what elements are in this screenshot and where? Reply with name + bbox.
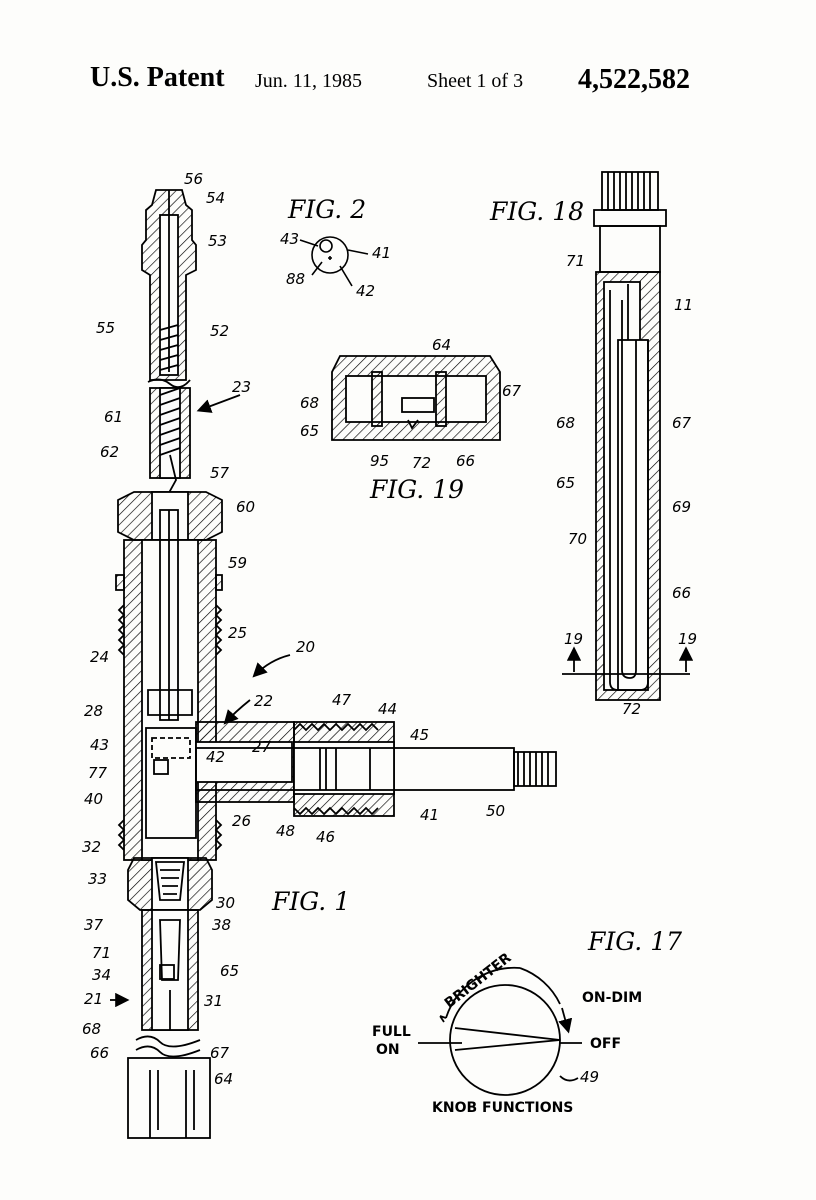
- fig1-ref-66: 66: [90, 1044, 109, 1062]
- fig1-ref-40: 40: [84, 790, 103, 808]
- fig2-ref-43: 43: [280, 230, 299, 248]
- fig1-ref-28: 28: [84, 702, 103, 720]
- fig1-ref-20: 20: [296, 638, 315, 656]
- fig1-ref-59: 59: [228, 554, 247, 572]
- fig17-label-off: OFF: [590, 1036, 621, 1052]
- fig18-ref-67: 67: [672, 414, 692, 432]
- fig1-ref-21: 21: [84, 990, 103, 1008]
- fig19-drawing: [331, 355, 501, 441]
- fig1-ref-56: 56: [184, 170, 203, 188]
- fig18-ref-69: 69: [672, 498, 691, 516]
- fig1-ref-47: 47: [332, 691, 352, 709]
- fig1-ref-38: 38: [212, 916, 231, 934]
- fig18-title: FIG. 18: [489, 197, 584, 226]
- fig1-ref-31: 31: [204, 992, 223, 1010]
- fig18-ref-19b: 19: [678, 630, 697, 648]
- fig18-ref-65: 65: [556, 474, 575, 492]
- fig1-ref-62: 62: [100, 443, 119, 461]
- fig1-ref-33: 33: [88, 870, 107, 888]
- fig1-labels: FIG. 1 56 54 53 55 52 23 61 62 57 60 59 …: [82, 170, 505, 1088]
- fig1-ref-42: 42: [206, 748, 225, 766]
- fig2-ref-88: 88: [286, 270, 305, 288]
- fig18-ref-72: 72: [622, 700, 641, 718]
- fig19-ref-67: 67: [502, 382, 522, 400]
- fig19-labels: FIG. 19 64 68 67 65 95 72 66: [300, 336, 522, 504]
- fig18-labels: FIG. 18 71 11 68 67 65 69 70 66 19 19 72: [489, 197, 697, 718]
- fig1-ref-48: 48: [276, 822, 295, 840]
- fig1-ref-43: 43: [90, 736, 109, 754]
- fig1-ref-25: 25: [228, 624, 247, 642]
- fig19-ref-64: 64: [432, 336, 451, 354]
- fig1-ref-50: 50: [486, 802, 505, 820]
- fig1-ref-60: 60: [236, 498, 255, 516]
- fig1-ref-23: 23: [232, 378, 251, 396]
- fig2-ref-42: 42: [356, 282, 375, 300]
- fig19-ref-66: 66: [456, 452, 475, 470]
- fig1-ref-67: 67: [210, 1044, 230, 1062]
- patent-header: U.S. Patent Jun. 11, 1985 Sheet 1 of 3 4…: [0, 62, 816, 112]
- fig18-ref-68: 68: [556, 414, 575, 432]
- fig1-ref-44: 44: [378, 700, 397, 718]
- fig19-ref-65: 65: [300, 422, 319, 440]
- fig17-drawing: [418, 966, 582, 1096]
- fig1-ref-45: 45: [410, 726, 429, 744]
- sheet-number: Sheet 1 of 3: [427, 70, 524, 92]
- fig17-label-on: ON: [376, 1042, 400, 1058]
- fig1-ref-54: 54: [206, 189, 225, 207]
- fig1-ref-24: 24: [90, 648, 109, 666]
- fig1-ref-64: 64: [214, 1070, 233, 1088]
- fig1-ref-27: 27: [252, 738, 272, 756]
- fig1-ref-77: 77: [88, 764, 108, 782]
- fig19-ref-68: 68: [300, 394, 319, 412]
- fig17-labels: FIG. 17 BRIGHTER ON-DIM FULL ON OFF 49 K…: [372, 927, 682, 1116]
- fig1-ref-37: 37: [84, 916, 104, 934]
- fig1-drawing: [110, 189, 557, 1139]
- fig1-ref-71: 71: [92, 944, 111, 962]
- fig1-ref-32: 32: [82, 838, 101, 856]
- fig1-ref-34: 34: [92, 966, 111, 984]
- fig19-title: FIG. 19: [369, 475, 464, 504]
- patent-number: 4,522,582: [578, 64, 690, 95]
- fig2-labels: FIG. 2 43 41 88 42: [280, 195, 391, 300]
- fig18-drawing: [562, 171, 694, 701]
- fig18-ref-71: 71: [566, 252, 585, 270]
- fig19-ref-72: 72: [412, 454, 431, 472]
- fig1-ref-46: 46: [316, 828, 335, 846]
- fig17-title: FIG. 17: [587, 927, 682, 956]
- patent-date: Jun. 11, 1985: [255, 70, 363, 92]
- fig1-ref-30: 30: [216, 894, 235, 912]
- fig17-caption: KNOB FUNCTIONS: [432, 1100, 573, 1116]
- fig1-ref-61: 61: [104, 408, 123, 426]
- fig1-ref-52: 52: [210, 322, 229, 340]
- fig18-ref-70: 70: [568, 530, 587, 548]
- fig17-ref-49: 49: [580, 1068, 599, 1086]
- fig17-label-brighter: BRIGHTER: [442, 950, 515, 1012]
- fig1-ref-57: 57: [210, 464, 230, 482]
- fig17-label-on-dim: ON-DIM: [582, 990, 642, 1006]
- fig1-title: FIG. 1: [271, 887, 350, 916]
- fig1-ref-55: 55: [96, 319, 115, 337]
- fig1-ref-22: 22: [254, 692, 273, 710]
- fig1-ref-53: 53: [208, 232, 227, 250]
- fig1-ref-41: 41: [420, 806, 439, 824]
- patent-label: U.S. Patent: [90, 62, 225, 93]
- fig1-ref-65: 65: [220, 962, 239, 980]
- fig18-ref-11: 11: [674, 296, 693, 314]
- fig18-ref-66: 66: [672, 584, 691, 602]
- fig2-title: FIG. 2: [287, 195, 366, 224]
- fig2-drawing: [299, 236, 369, 287]
- fig17-label-full: FULL: [372, 1024, 411, 1040]
- fig19-ref-95: 95: [370, 452, 389, 470]
- fig18-ref-19a: 19: [564, 630, 583, 648]
- fig1-ref-26: 26: [232, 812, 251, 830]
- fig1-ref-68: 68: [82, 1020, 101, 1038]
- fig2-ref-41: 41: [372, 244, 391, 262]
